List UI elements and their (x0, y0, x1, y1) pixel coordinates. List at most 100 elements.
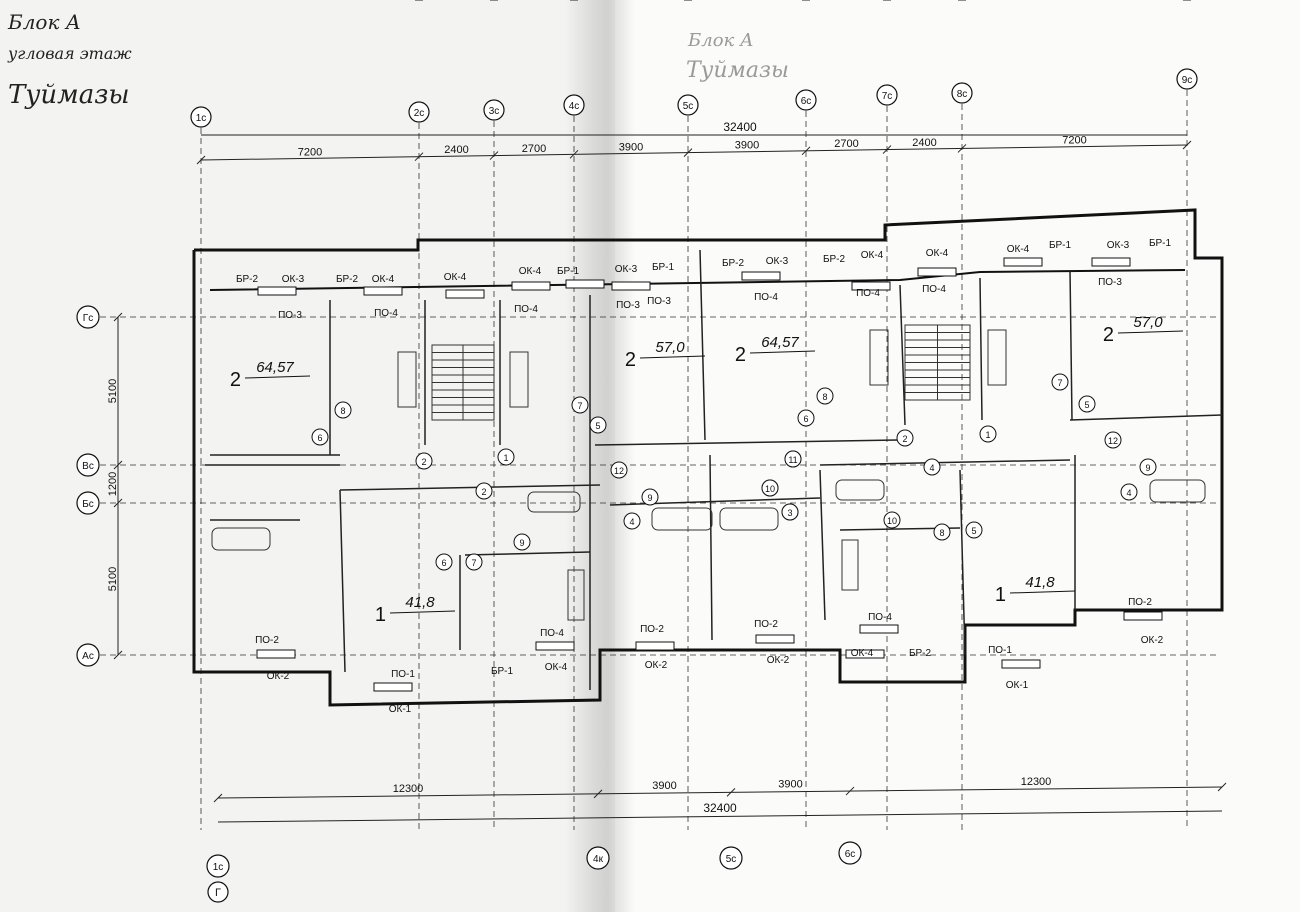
window-symbol (635, 641, 675, 651)
door-mark: 6 (317, 433, 322, 443)
bathtub (719, 507, 779, 531)
door-mark-circle (415, 452, 433, 470)
partition-wall (339, 489, 346, 673)
door-mark-circle (641, 488, 659, 506)
window-mark: ОК-3 (615, 264, 638, 275)
partition-wall (819, 469, 826, 621)
apartment-room-count: 1 (995, 584, 1006, 606)
dimension-text-left-segment: 1200 (107, 472, 119, 496)
window-symbol (373, 682, 413, 692)
window-mark: ПО-3 (616, 300, 640, 311)
door-mark: 1 (503, 453, 508, 463)
axis-bubble-top (563, 94, 585, 116)
door-mark-circle (1139, 458, 1157, 476)
window-symbol (1003, 257, 1043, 267)
axis-label-bottom: 4к (593, 854, 604, 865)
window-mark: ПО-4 (540, 628, 564, 639)
dimension-tick (489, 151, 499, 160)
window-mark: ОК-3 (766, 256, 789, 267)
dimension-tick (1217, 782, 1227, 792)
window-mark: ПО-2 (255, 635, 279, 646)
dimension-tick (113, 460, 123, 470)
dimension-text-top-segment: 7200 (1062, 135, 1086, 147)
apartment-area-underline (389, 610, 456, 614)
door-mark: 10 (887, 516, 897, 526)
dimension-tick (593, 789, 603, 799)
window-mark: БР-2 (909, 648, 932, 659)
door-mark: 7 (471, 558, 476, 568)
apartment-area-underline (1009, 590, 1076, 594)
door-mark-circle (784, 450, 802, 468)
kitchen-counter (567, 569, 585, 621)
window-mark: ПО-4 (754, 292, 778, 303)
dimension-line-segments-top (200, 144, 1188, 161)
dimension-text-left-segment: 5100 (107, 379, 119, 403)
door-mark: 8 (340, 406, 345, 416)
window-mark: ПО-3 (647, 296, 671, 307)
door-mark-circle (933, 523, 951, 541)
axis-bubble-top (951, 82, 973, 104)
axis-label-top: 2с (414, 108, 425, 119)
note-block-left: Блок А (8, 10, 81, 34)
bathtub (1149, 479, 1206, 503)
door-mark: 7 (577, 401, 582, 411)
door-mark-circle (781, 503, 799, 521)
dimension-tick (196, 155, 206, 165)
dimension-tick (683, 148, 693, 157)
door-mark: 3 (787, 508, 792, 518)
window-mark: ОК-2 (767, 655, 790, 666)
axis-bubble-top (483, 99, 505, 121)
window-mark: ПО-3 (278, 310, 302, 321)
note-floor-left: угловая этаж (8, 44, 132, 63)
door-mark-circle (589, 416, 607, 434)
door-mark: 9 (519, 538, 524, 548)
axis-label-left: Бс (82, 499, 94, 510)
door-mark-circle (896, 429, 914, 447)
kitchen-counter (869, 329, 889, 386)
axis-bubble-left (76, 643, 100, 667)
apartment-room-count: 2 (625, 349, 636, 371)
dimension-tick (957, 144, 967, 153)
window-mark: ПО-4 (514, 304, 538, 315)
apartment-area: 41,8 (405, 594, 435, 611)
axis-label-top: 1с (196, 113, 207, 124)
dimension-text-total-bottom: 32400 (703, 801, 737, 815)
dimension-text-total-top: 32400 (723, 120, 757, 134)
dimension-text-top-segment: 2400 (444, 144, 468, 156)
dimension-tick (113, 498, 123, 508)
window-mark: ПО-1 (988, 645, 1012, 656)
door-mark-circle (1078, 395, 1096, 413)
dimension-tick (845, 786, 855, 796)
dimension-tick (113, 650, 123, 660)
window-mark: ОК-4 (519, 266, 542, 277)
door-mark: 4 (929, 463, 934, 473)
window-mark: ОК-3 (1107, 240, 1130, 251)
door-mark: 5 (971, 526, 976, 536)
dimension-text-top-segment: 2700 (522, 143, 546, 155)
window-mark: ОК-1 (389, 704, 412, 715)
dimension-text-top-segment: 2700 (834, 138, 858, 150)
partition-wall (1069, 414, 1223, 421)
apartment-area: 64,57 (761, 334, 799, 351)
window-mark: ОК-4 (545, 662, 568, 673)
dimension-text-bottom-segment: 3900 (778, 779, 802, 791)
axis-label-bottom: 1с (213, 862, 224, 873)
partition-wall (464, 551, 591, 556)
dimension-tick (882, 145, 892, 154)
note-city-left: Туймазы (8, 80, 130, 110)
dimension-text-top-segment: 3900 (619, 141, 643, 153)
kitchen-counter (987, 329, 1007, 386)
axis-label-top: 3с (489, 106, 500, 117)
window-mark: БР-1 (1149, 238, 1172, 249)
door-mark: 2 (421, 457, 426, 467)
dimension-tick (414, 152, 424, 162)
scan-sheet-left (0, 0, 640, 912)
kitchen-counter (397, 351, 417, 408)
axis-bubble-bottom (838, 841, 862, 865)
window-symbol (565, 279, 605, 289)
window-symbol (445, 289, 485, 299)
note-block-right: Блок А (688, 30, 754, 51)
